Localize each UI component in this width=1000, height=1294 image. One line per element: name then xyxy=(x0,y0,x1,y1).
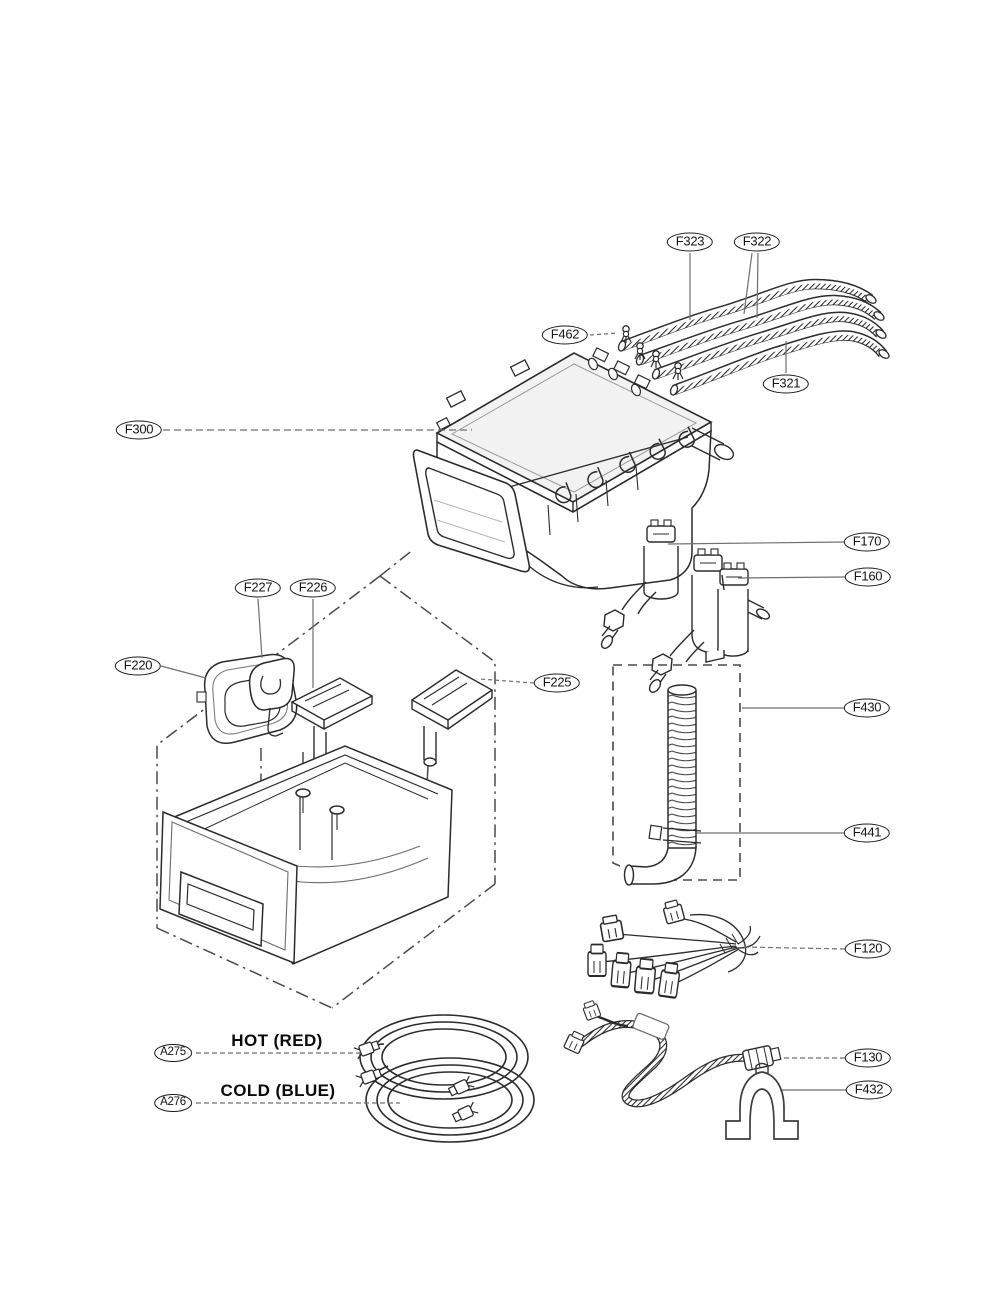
callout-f227: F227 xyxy=(234,578,282,598)
callout-f430: F430 xyxy=(843,698,891,718)
inlet-hoses-drawing xyxy=(617,278,890,396)
callout-f322: F322 xyxy=(733,232,781,252)
callout-f323: F323 xyxy=(666,232,714,252)
callout-a275: A275 xyxy=(154,1044,192,1062)
supply-hoses-drawing xyxy=(352,1014,535,1143)
callout-f120: F120 xyxy=(844,939,892,959)
callout-f160: F160 xyxy=(844,567,892,587)
label-cold-blue: COLD (BLUE) xyxy=(220,1081,336,1100)
leader-lines xyxy=(160,252,846,1104)
callout-f220: F220 xyxy=(114,656,162,676)
callout-f130: F130 xyxy=(844,1048,892,1068)
callout-a276: A276 xyxy=(154,1094,192,1112)
wire-harness-f120-drawing xyxy=(586,898,761,1000)
drain-hose-drawing xyxy=(612,664,741,886)
dispenser-drawer-drawing xyxy=(159,745,453,965)
callout-f432: F432 xyxy=(845,1080,893,1100)
bracket-f225-drawing xyxy=(410,669,494,767)
water-inlet-valve-drawing xyxy=(600,519,771,693)
hose-holder-drawing xyxy=(725,1062,799,1140)
callout-f300: F300 xyxy=(115,420,163,440)
phantom-boundary-bottom xyxy=(156,883,496,1009)
callout-f321: F321 xyxy=(762,374,810,394)
callout-f225: F225 xyxy=(533,673,581,693)
label-hot-red: HOT (RED) xyxy=(231,1031,323,1050)
callout-f226: F226 xyxy=(289,578,337,598)
callout-f462: F462 xyxy=(541,325,589,345)
callout-f441: F441 xyxy=(843,823,891,843)
callout-f170: F170 xyxy=(843,532,891,552)
siphon-cap-drawing xyxy=(248,657,295,737)
dispenser-assembly-drawing xyxy=(412,347,735,590)
